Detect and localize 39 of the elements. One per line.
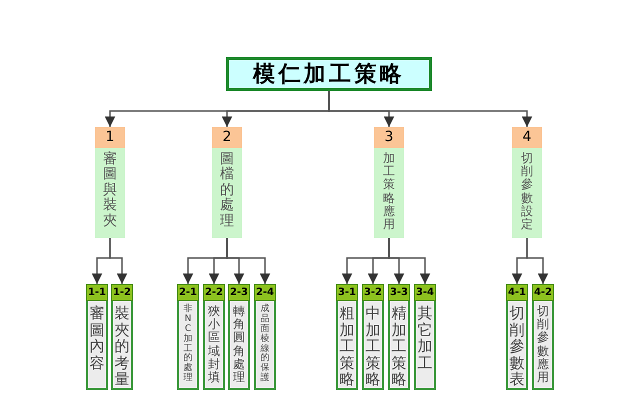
category-label: 加工策略應用 bbox=[383, 152, 395, 232]
connector-arrow bbox=[526, 238, 548, 284]
number-header: 1-2 bbox=[111, 284, 133, 301]
number-header: 4-1 bbox=[506, 284, 528, 301]
number-header: 1-1 bbox=[86, 284, 108, 301]
number-header: 2-2 bbox=[203, 284, 225, 301]
number-header: 4 bbox=[512, 127, 542, 148]
category-label: 審圖與裝夾 bbox=[103, 152, 117, 229]
item-label: 成品面棱線的保護 bbox=[260, 305, 270, 384]
number-header: 3-4 bbox=[414, 284, 436, 301]
item-label: 粗加工策略 bbox=[340, 305, 354, 388]
category-label: 切削參數設定 bbox=[521, 152, 533, 232]
number-header: 2-4 bbox=[254, 284, 276, 301]
item-label: 其它加工 bbox=[418, 305, 432, 371]
connector-arrow bbox=[388, 238, 430, 284]
number-header: 3-1 bbox=[336, 284, 358, 301]
number-header: 3-3 bbox=[388, 284, 410, 301]
title-box bbox=[226, 57, 432, 91]
connector-arrow bbox=[226, 238, 270, 284]
category-label: 圖檔的處理 bbox=[220, 152, 234, 229]
item-label: 切削參數應用 bbox=[537, 305, 549, 384]
number-header: 3-2 bbox=[362, 284, 384, 301]
item-label: 中加工策略 bbox=[366, 305, 380, 388]
number-header: 2-3 bbox=[228, 284, 250, 301]
number-header: 4-2 bbox=[532, 284, 554, 301]
title-text: 模仁加工策略 bbox=[253, 60, 405, 88]
item-label: 轉角圓角處理 bbox=[233, 305, 245, 384]
number-header: 2 bbox=[212, 127, 242, 148]
item-label: 審圖內容 bbox=[90, 305, 104, 371]
item-label: 精加工策略 bbox=[392, 305, 406, 388]
connector-arrow bbox=[328, 91, 532, 127]
item-label: 切削參數表 bbox=[510, 305, 524, 388]
number-header: 2-1 bbox=[177, 284, 199, 301]
number-header: 1 bbox=[95, 127, 125, 148]
item-label: 非NC加工的處理 bbox=[184, 305, 192, 384]
number-header: 3 bbox=[374, 127, 404, 148]
item-label: 狹小區域封填 bbox=[208, 305, 220, 384]
connector-arrow bbox=[109, 238, 128, 284]
item-label: 裝夾的考量 bbox=[114, 305, 130, 388]
